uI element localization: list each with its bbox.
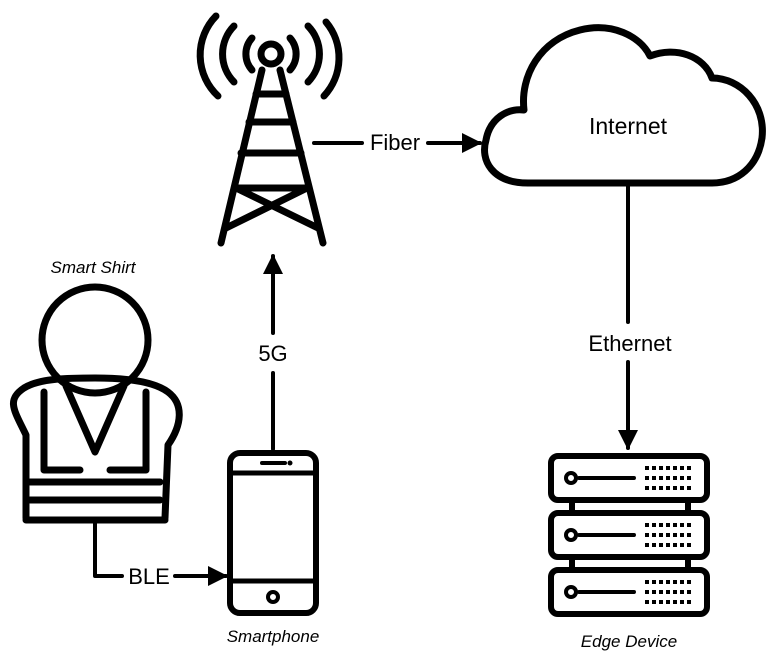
person-label: Smart Shirt (50, 258, 136, 277)
fiveg-link: 5G (258, 254, 288, 451)
server-rack-icon (548, 453, 710, 617)
vent-grid-3 (645, 580, 691, 604)
fiber-label: Fiber (370, 130, 420, 155)
cloud-label: Internet (589, 113, 668, 139)
ethernet-link: Ethernet (588, 184, 672, 450)
vent-grid-2 (645, 523, 691, 547)
server-label: Edge Device (581, 632, 677, 651)
ethernet-label: Ethernet (588, 331, 671, 356)
phone-label: Smartphone (227, 627, 320, 646)
cell-tower-icon (196, 12, 343, 247)
fiber-link: Fiber (312, 130, 482, 155)
vent-grid-1 (645, 466, 691, 490)
smartphone-icon (227, 450, 319, 616)
worker-vest-icon (10, 283, 183, 524)
ble-link: BLE (93, 520, 228, 589)
cloud-icon: Internet (481, 24, 766, 187)
ble-label: BLE (128, 564, 170, 589)
fiveg-label: 5G (258, 341, 287, 366)
